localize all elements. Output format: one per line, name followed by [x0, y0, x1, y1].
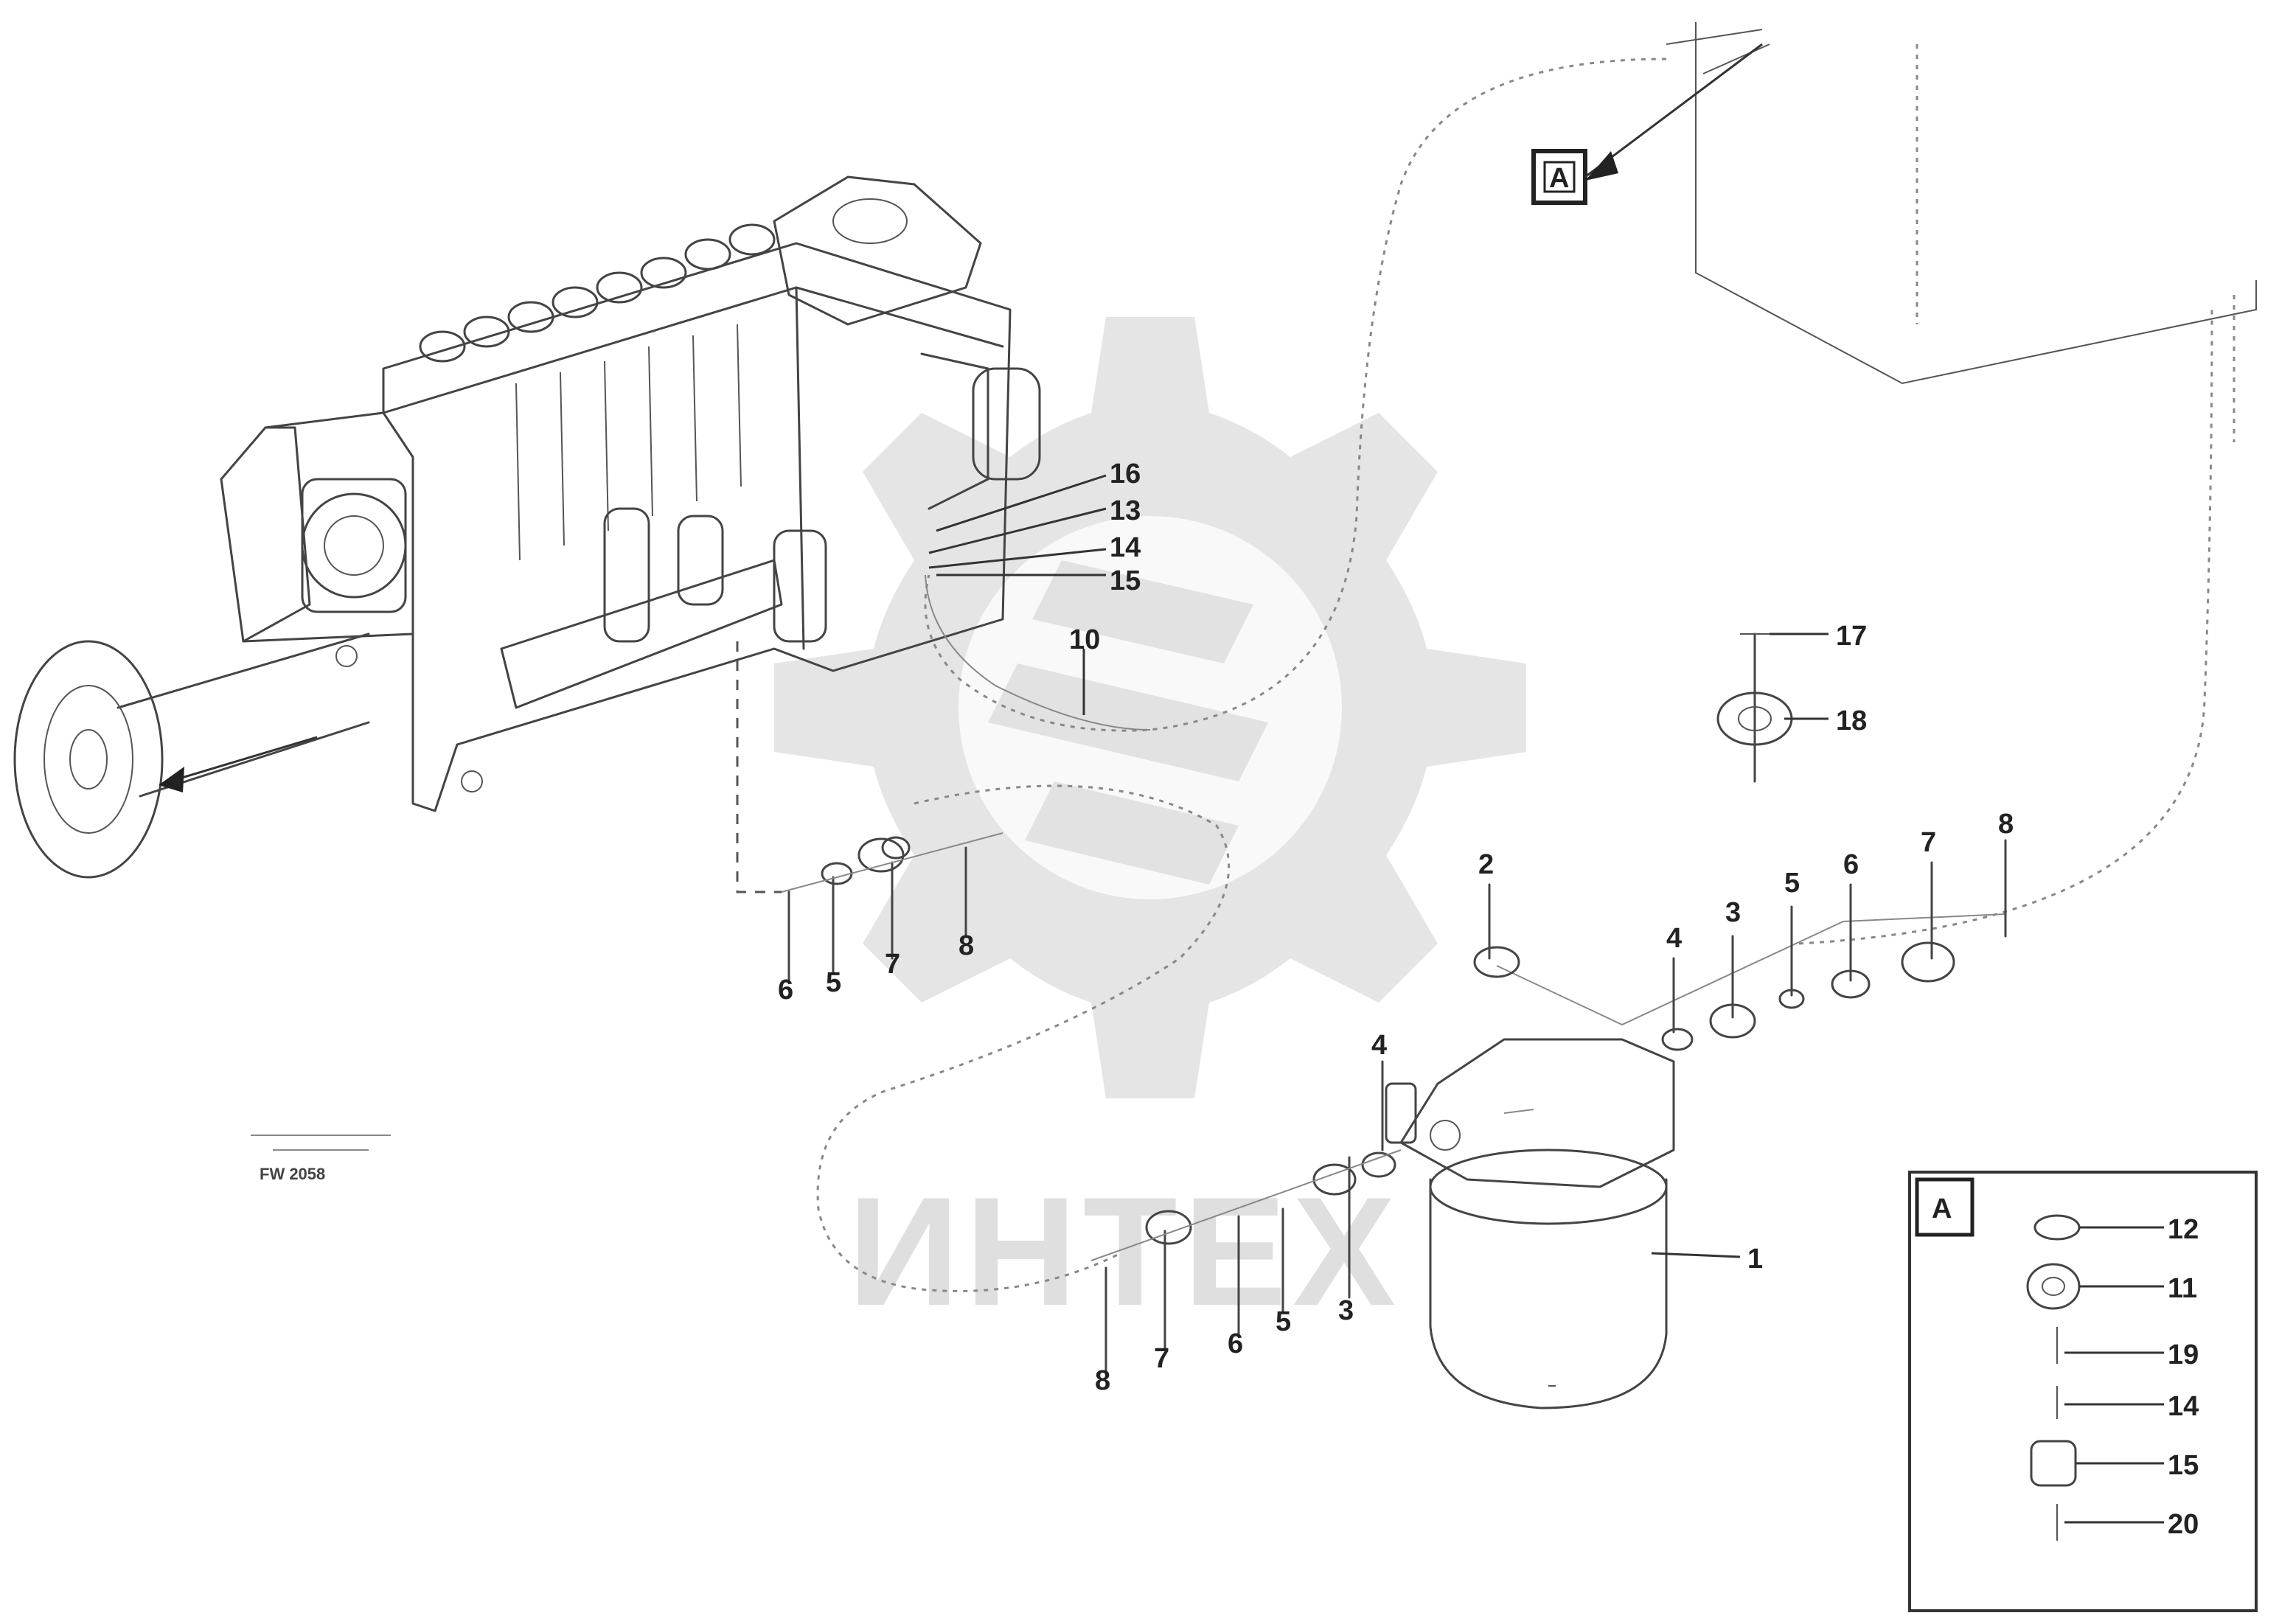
- delivery-valves: [419, 223, 776, 363]
- hardware-filter-left: [1090, 1060, 1402, 1373]
- callout-5-c: 5: [1276, 1306, 1291, 1337]
- detail-callout-20: 20: [2168, 1509, 2199, 1540]
- callout-8-a: 8: [958, 930, 974, 961]
- detail-callout-14: 14: [2168, 1391, 2199, 1422]
- view-marker-a: A: [1531, 43, 1763, 205]
- callout-4-a: 4: [1666, 923, 1682, 954]
- detail-callout-12: 12: [2168, 1214, 2199, 1245]
- view-marker-label: A: [1549, 163, 1569, 194]
- callout-7-a: 7: [885, 949, 900, 980]
- detail-callout-11: 11: [2168, 1273, 2197, 1304]
- callout-17: 17: [1836, 621, 1867, 652]
- callout-6-a: 6: [778, 975, 793, 1006]
- callout-labels: 16 13 14 15 10 6 5 7 8 17 18 2 4 3 5 6 7…: [251, 459, 2014, 1396]
- callout-13: 13: [1110, 495, 1141, 526]
- watermark-gear-logo: [774, 317, 1526, 1098]
- leader-lines: [928, 474, 1829, 1258]
- detail-callout-19: 19: [2168, 1339, 2199, 1370]
- hardware-upper-group: [781, 832, 1003, 982]
- fuel-tank: [1666, 22, 2257, 385]
- callout-15: 15: [1110, 565, 1141, 596]
- callout-14: 14: [1110, 532, 1141, 563]
- callout-18: 18: [1836, 705, 1867, 736]
- callout-6-c: 6: [1228, 1328, 1243, 1359]
- callout-5-a: 5: [826, 967, 841, 998]
- watermark-text: ИНТЕХ: [848, 1165, 1402, 1338]
- callout-6-b: 6: [1843, 849, 1859, 880]
- injection-pump: [13, 175, 1041, 879]
- figure-ref-bottom: FW 2058: [260, 1165, 325, 1183]
- fuel-filter: [1385, 1038, 1675, 1409]
- callout-7-b: 7: [1921, 827, 1936, 858]
- banjo-fitting-upper: [1716, 632, 1793, 783]
- callout-1: 1: [1747, 1244, 1763, 1275]
- callout-2-a: 2: [1478, 849, 1494, 880]
- detail-box-a: A 12 11 19 14 15 20: [1908, 1171, 2258, 1612]
- callout-3-b: 3: [1338, 1295, 1354, 1326]
- callout-4-b: 4: [1371, 1030, 1387, 1061]
- hardware-filter-right: [1473, 839, 2007, 1051]
- callout-8-c: 8: [1095, 1365, 1110, 1396]
- callout-7-c: 7: [1154, 1343, 1169, 1374]
- callout-8-b: 8: [1998, 809, 2014, 840]
- callout-3-a: 3: [1725, 897, 1741, 928]
- callout-10: 10: [1069, 624, 1100, 655]
- detail-box-title: A: [1932, 1193, 1952, 1224]
- callout-16: 16: [1110, 459, 1141, 489]
- detail-callout-15: 15: [2168, 1450, 2199, 1481]
- callout-5-b: 5: [1784, 868, 1800, 899]
